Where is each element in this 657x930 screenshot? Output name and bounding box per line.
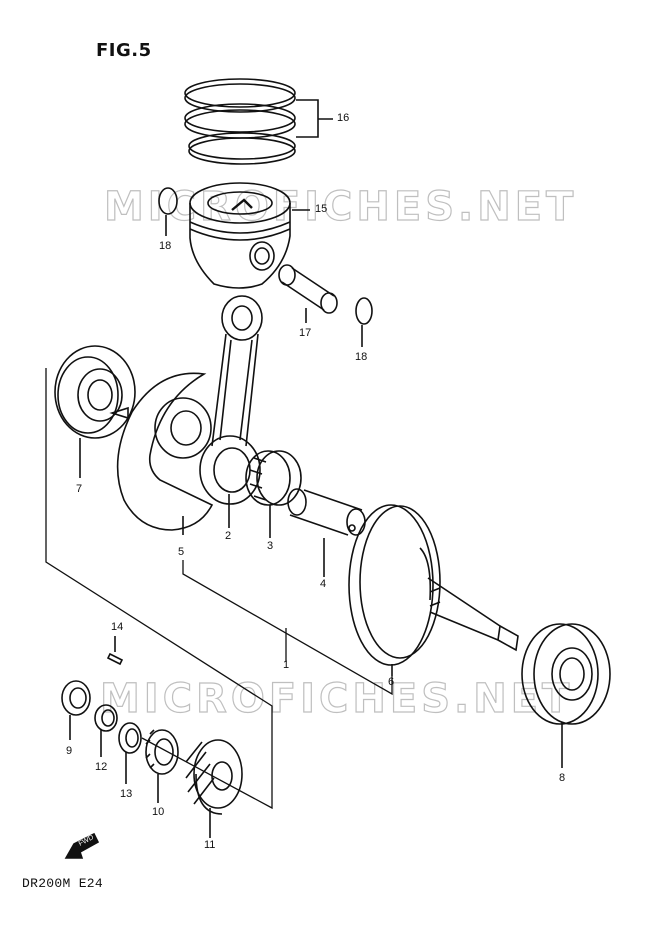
part-number-12: 12 [95, 761, 108, 773]
part-number-9: 9 [66, 745, 73, 757]
figure-title: FIG.5 [96, 40, 152, 61]
oil-seal [61, 680, 91, 716]
nut [94, 704, 118, 732]
part-number-11: 11 [204, 839, 216, 851]
watermark-bottom: MICROFICHES.NET [99, 675, 574, 722]
piston-pin [278, 264, 338, 314]
part-number-13: 13 [120, 788, 133, 800]
assembly-bracket [45, 368, 393, 810]
piston [189, 182, 291, 289]
connecting-rod [199, 295, 263, 505]
part-number-8: 8 [559, 772, 566, 784]
washer [118, 722, 142, 754]
part-number-4: 4 [320, 578, 327, 590]
needle-bearing [245, 450, 302, 506]
part-number-10: 10 [152, 806, 165, 818]
circlip-right [355, 297, 373, 325]
part-number-5: 5 [178, 546, 185, 558]
watermark-top: MICROFICHES.NET [103, 183, 578, 230]
piston-rings [184, 78, 296, 165]
part-number-14: 14 [111, 621, 124, 633]
part-number-16: 16 [337, 112, 350, 124]
part-number-17: 17 [299, 327, 312, 339]
callout-line-16 [296, 99, 333, 138]
part-number-6: 6 [388, 676, 395, 688]
crank-web-left [116, 372, 214, 531]
circlip-left [158, 187, 178, 215]
primary-gear [145, 729, 179, 775]
part-number-2: 2 [225, 530, 232, 542]
bearing-left [54, 345, 136, 439]
fwd-arrow-icon [64, 832, 100, 859]
crank-pin [287, 488, 366, 536]
part-number-15: 15 [315, 203, 328, 215]
woodruff-key [106, 652, 124, 666]
part-number-18-left: 18 [159, 240, 172, 252]
part-number-7: 7 [76, 483, 83, 495]
bearing-right [521, 623, 611, 725]
part-number-18-right: 18 [355, 351, 368, 363]
crank-web-right [348, 504, 519, 666]
part-number-3: 3 [267, 540, 274, 552]
helical-gear [185, 739, 243, 815]
part-number-1: 1 [283, 659, 290, 671]
model-code: DR200M E24 [22, 876, 104, 891]
